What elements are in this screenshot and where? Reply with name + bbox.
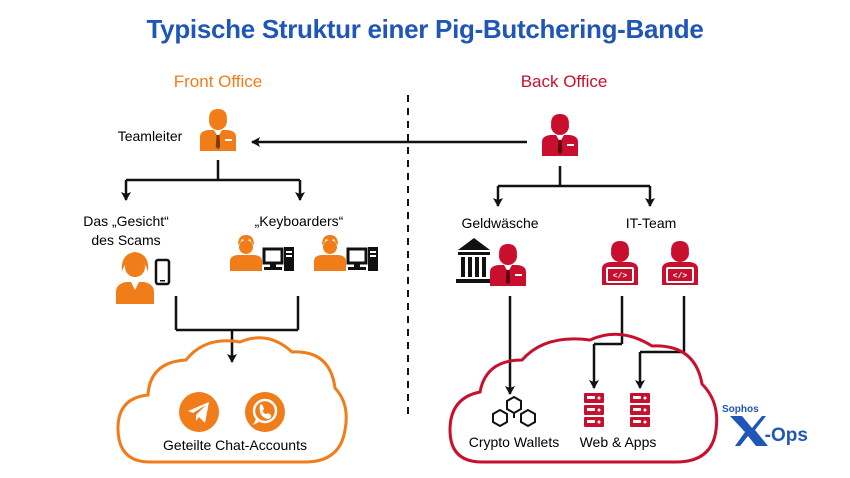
keyboarder-right-icon — [312, 233, 380, 273]
gesicht-label-line2: des Scams — [91, 232, 161, 248]
geldwaesche-person-icon — [490, 244, 526, 286]
logo-line1: Sophos — [722, 404, 759, 415]
keyboarders-label: „Keyboarders“ — [254, 213, 344, 229]
it-team-label: IT-Team — [625, 215, 677, 231]
server-right-icon — [630, 393, 650, 427]
front-office-heading: Front Office — [173, 72, 263, 91]
chat-accounts-label: Geteilte Chat-Accounts — [163, 437, 307, 453]
back-office-leader-icon — [542, 114, 578, 156]
it-person-left-icon — [602, 241, 638, 285]
teamleiter-label: Teamleiter — [117, 128, 183, 144]
logo-line2: X-Ops — [752, 425, 808, 446]
back-cloud — [448, 332, 719, 464]
web-apps-label: Web & Apps — [579, 434, 657, 450]
page-title: Typische Struktur einer Pig-Butchering-B… — [146, 14, 704, 44]
geldwaesche-label: Geldwäsche — [461, 215, 539, 231]
keyboarder-left-icon — [228, 233, 296, 273]
crypto-wallet-blockchain-icon — [492, 395, 536, 428]
teamleiter-person-icon — [200, 109, 236, 151]
crypto-wallets-label: Crypto Wallets — [468, 434, 560, 450]
bank-building-icon — [456, 238, 492, 283]
server-left-icon — [584, 393, 604, 427]
it-person-right-icon — [662, 241, 698, 285]
telegram-icon — [179, 392, 219, 432]
gesicht-label-line1: Das „Gesicht“ — [83, 213, 169, 229]
back-office-heading: Back Office — [520, 72, 608, 91]
whatsapp-icon — [245, 392, 285, 432]
sophos-xops-logo — [730, 416, 768, 446]
smartphone-icon — [154, 258, 171, 286]
front-cloud — [116, 336, 348, 464]
scam-face-woman-icon — [116, 252, 154, 304]
